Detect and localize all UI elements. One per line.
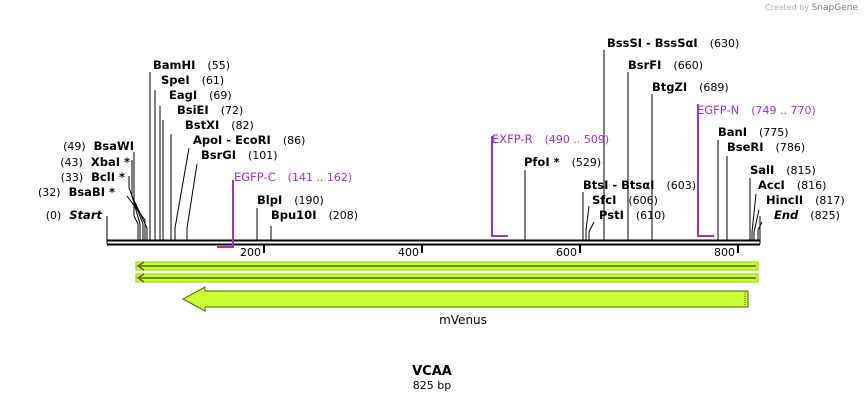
- sequence-length: 825 bp: [413, 379, 451, 392]
- feature-track-arrows: [135, 261, 759, 283]
- tick-label-400: 400: [398, 246, 419, 259]
- primer-labels: EGFP-C(141 .. 162) EXFP-R(490 .. 509) EG…: [234, 103, 816, 184]
- end-label: End(825): [774, 208, 840, 222]
- snapgene-logo: SnapGene: [811, 3, 858, 13]
- site-label-bani[interactable]: BanI(775): [718, 125, 789, 139]
- site-label-bsssi[interactable]: BssSI - BssSαI(630): [607, 36, 739, 50]
- site-label-spei[interactable]: SpeI(61): [161, 73, 224, 87]
- site-label-bseri[interactable]: BseRI(786): [727, 140, 805, 154]
- primer-label-egfp-c[interactable]: EGFP-C(141 .. 162): [234, 170, 352, 184]
- backbone: [106, 216, 761, 246]
- site-label-blpi[interactable]: BlpI(190): [257, 193, 324, 207]
- site-labels: BamHI(55) SpeI(61) EagI(69) BsiEI(72) Bs…: [153, 36, 845, 222]
- mvenus-feature[interactable]: mVenus: [181, 286, 749, 327]
- site-label-sali[interactable]: SalI(815): [750, 163, 816, 177]
- sequence-title: VCAA: [412, 364, 452, 379]
- site-label-bsawi[interactable]: (49)BsaWI: [63, 139, 134, 153]
- site-label-bstxi[interactable]: BstXI(82): [185, 118, 254, 132]
- snapgene-credit: Created by SnapGene: [765, 3, 858, 13]
- site-label-eagi[interactable]: EagI(69): [169, 88, 232, 102]
- site-label-acci[interactable]: AccI(816): [758, 178, 826, 192]
- start-label: (0)Start: [46, 208, 103, 222]
- site-label-pfoi[interactable]: PfoI *(529): [524, 155, 601, 169]
- primer-label-egfp-n[interactable]: EGFP-N(749 .. 770): [697, 103, 816, 117]
- site-label-bsrfi[interactable]: BsrFI(660): [628, 58, 703, 72]
- site-label-bpu10i[interactable]: Bpu10I(208): [271, 208, 358, 222]
- site-label-bsrgi[interactable]: BsrGI(101): [201, 148, 278, 162]
- ruler: 200 400 600 800: [240, 245, 739, 259]
- credit-text: Created by: [765, 3, 810, 12]
- site-label-btgzi[interactable]: BtgZI(689): [652, 80, 729, 94]
- tick-label-800: 800: [714, 246, 735, 259]
- site-label-btsi[interactable]: BtsI - BtsαI(603): [583, 178, 696, 192]
- site-label-hincii[interactable]: HincII(817): [766, 193, 845, 207]
- tick-label-200: 200: [240, 246, 261, 259]
- site-label-xbai[interactable]: (43)XbaI *: [60, 155, 130, 169]
- feature-label: mVenus: [439, 313, 487, 327]
- tick-label-600: 600: [556, 246, 577, 259]
- site-label-psti[interactable]: PstI(610): [599, 208, 665, 222]
- site-label-apoi-ecori[interactable]: ApoI - EcoRI(86): [193, 133, 305, 147]
- site-leader-lines: [126, 50, 763, 240]
- primer-label-exfp-r[interactable]: EXFP-R(490 .. 509): [492, 132, 609, 146]
- site-label-bcli[interactable]: (33)BclI *: [61, 170, 125, 184]
- site-label-bsiei[interactable]: BsiEI(72): [177, 103, 243, 117]
- left-site-labels: (49)BsaWI (43)XbaI * (33)BclI * (32)BsaB…: [38, 139, 134, 222]
- site-label-bamhi[interactable]: BamHI(55): [153, 58, 230, 72]
- primer-marks: [217, 104, 714, 248]
- site-label-bsabi[interactable]: (32)BsaBI *: [38, 185, 115, 199]
- site-label-sfci[interactable]: SfcI(606): [592, 193, 658, 207]
